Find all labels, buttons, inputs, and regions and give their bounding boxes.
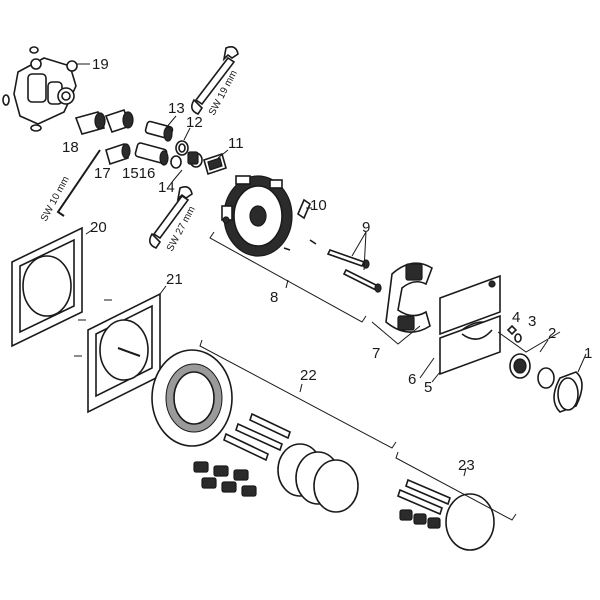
leader-5 — [431, 371, 441, 383]
label-7: 7 — [372, 345, 380, 362]
leader-12 — [183, 127, 191, 141]
bracket-22 — [199, 339, 397, 449]
leader-22 — [299, 383, 303, 393]
bracket-8 — [209, 231, 367, 323]
label-14: 14 — [158, 179, 175, 196]
mounting-plate-part-8 — [221, 175, 293, 257]
label-2: 2 — [548, 325, 556, 342]
label-13: 13 — [168, 100, 185, 117]
label-1: 1 — [584, 345, 592, 362]
cartridge-part-15-16 — [134, 142, 182, 169]
leader-13 — [165, 115, 177, 129]
label-3: 3 — [528, 313, 536, 330]
frame-part-20 — [11, 226, 83, 348]
label-8: 8 — [270, 289, 278, 306]
wrench-sw19-icon — [190, 46, 239, 115]
cartridge-part-17 — [105, 142, 131, 166]
frame-part-21 — [74, 292, 161, 414]
leader-2 — [539, 339, 549, 353]
nut-icon — [187, 151, 203, 168]
o-ring-part-12 — [175, 140, 189, 156]
leader-23 — [463, 467, 467, 477]
cartridge-upper-icon — [104, 108, 134, 134]
leader-14 — [171, 169, 183, 183]
washer-part-3 — [514, 333, 522, 343]
sleeve-23 — [445, 493, 495, 551]
label-4: 4 — [512, 309, 520, 326]
bracket-23 — [395, 451, 517, 521]
screw-part-4 — [506, 324, 518, 336]
bracket-7 — [371, 321, 421, 345]
sleeves-22 — [277, 443, 359, 513]
leader-8 — [285, 279, 289, 289]
label-18: 18 — [62, 139, 79, 156]
label-22: 22 — [300, 367, 317, 384]
extension-rods-22 — [223, 412, 291, 462]
label-10: 10 — [310, 197, 327, 214]
label-23: 23 — [458, 457, 475, 474]
spindle-part-13 — [144, 120, 174, 142]
allen-key-sw10-icon — [56, 149, 101, 217]
knob-part-1 — [553, 371, 583, 413]
cartridge-part-18 — [74, 111, 106, 135]
leader-9 — [351, 231, 367, 271]
label-15-16: 1516 — [122, 165, 155, 182]
bracket-part-7 — [385, 262, 433, 333]
label-12: 12 — [186, 114, 203, 131]
clips-22 — [193, 461, 257, 497]
plate-part-5 — [439, 314, 501, 376]
label-5: 5 — [424, 379, 432, 396]
label-21: 21 — [166, 271, 183, 288]
ring-part-2 — [509, 353, 555, 389]
leader-20 — [85, 229, 93, 235]
label-19: 19 — [92, 56, 109, 73]
label-20: 20 — [90, 219, 107, 236]
bolts-part-9 — [326, 249, 382, 293]
label-17: 17 — [94, 165, 111, 182]
extension-rods-23 — [397, 478, 451, 516]
label-6: 6 — [408, 371, 416, 388]
rosette-part-22 — [151, 349, 233, 447]
clip-part-10 — [283, 198, 317, 251]
label-11: 11 — [228, 135, 244, 152]
bracket-3-4 — [497, 331, 561, 353]
leader-1 — [577, 353, 587, 373]
valve-body-part-19 — [2, 46, 78, 132]
leader-21 — [159, 285, 167, 295]
clips-23 — [399, 509, 441, 529]
leader-6 — [419, 357, 435, 379]
leader-11 — [217, 149, 229, 159]
wrench-sw27-icon — [148, 186, 193, 249]
label-9: 9 — [362, 219, 370, 236]
adapter-part-11 — [203, 152, 227, 176]
